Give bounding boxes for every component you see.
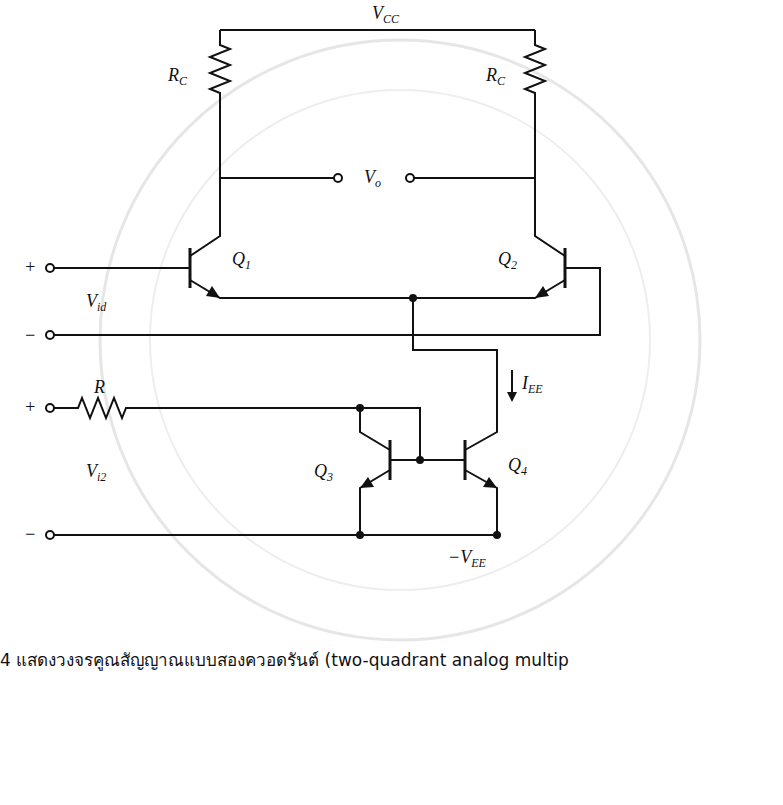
- resistor-label: RC: [486, 66, 505, 87]
- watermark-seal: [150, 90, 650, 590]
- input-label: Vid: [86, 292, 106, 313]
- resistor-label: R: [94, 378, 105, 396]
- watermark-seal: [100, 40, 700, 640]
- transistor-label: Q4: [508, 456, 527, 477]
- input-label: Vi2: [86, 462, 106, 483]
- arrowheads: [206, 286, 549, 488]
- terminal-sign: +: [24, 398, 36, 416]
- terminal-sign: −: [24, 326, 36, 344]
- current-label: IEE: [522, 374, 543, 395]
- wires: [46, 30, 600, 539]
- resistor-label: RC: [168, 66, 187, 87]
- output-label: Vo: [364, 168, 381, 189]
- figure-caption: 4 แสดงวงจรคูณสัญญาณแบบสองควอดรันต์ (two-…: [0, 646, 569, 673]
- transistor-label: Q3: [314, 462, 333, 483]
- terminal-sign: +: [24, 258, 36, 276]
- supply-label: VCC: [372, 4, 399, 25]
- supply-label: −VEE: [448, 548, 486, 569]
- transistor-label: Q2: [498, 250, 517, 271]
- transistor-label: Q1: [232, 250, 251, 271]
- terminal-sign: −: [24, 525, 36, 543]
